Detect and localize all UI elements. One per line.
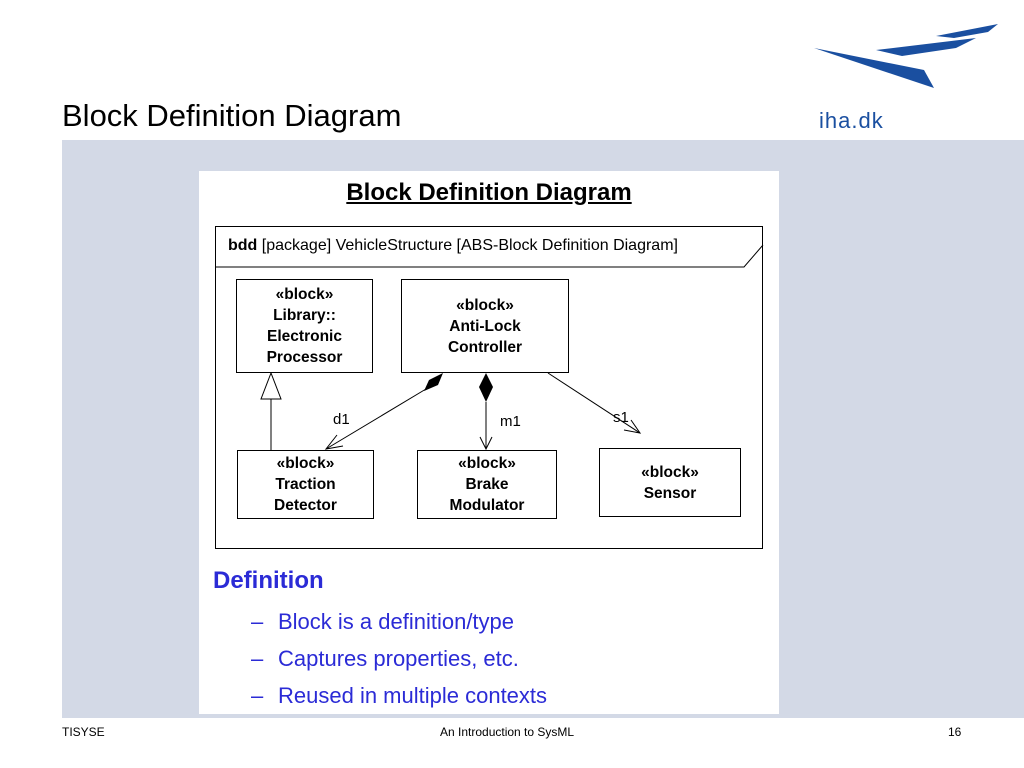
frame-label: [package] VehicleStructure [ABS-Block De… xyxy=(257,237,678,254)
definition-item-text: Captures properties, etc. xyxy=(278,646,519,671)
arrowhead-d1-icon xyxy=(324,434,344,450)
block-brake-modulator: «block» Brake Modulator xyxy=(417,450,557,519)
figure-title: Block Definition Diagram xyxy=(346,179,632,206)
block-library-electronic-processor: «block» Library:: Electronic Processor xyxy=(236,279,373,373)
list-item: –Block is a definition/type xyxy=(251,609,515,634)
block-name-line: Electronic xyxy=(267,328,342,345)
block-name-line: Brake xyxy=(465,476,509,493)
block-sensor: «block» Sensor xyxy=(599,448,741,517)
block-stereotype: «block» xyxy=(456,296,514,314)
role-label-s1: s1 xyxy=(613,409,629,426)
block-stereotype: «block» xyxy=(276,455,335,472)
role-label-d1: d1 xyxy=(333,411,350,428)
slide-title: Block Definition Diagram xyxy=(62,98,402,133)
footer-left: TISYSE xyxy=(62,725,105,739)
block-stereotype: «block» xyxy=(275,286,334,303)
block-anti-lock-controller: «block» Anti-Lock Controller xyxy=(401,279,569,373)
block-name-line: Processor xyxy=(266,349,343,366)
block-name-line: Controller xyxy=(447,338,523,356)
diagram-connectors xyxy=(216,244,764,451)
definition-item-text: Reused in multiple contexts xyxy=(278,683,548,708)
block-stereotype: «block» xyxy=(641,463,699,481)
block-name-line: Sensor xyxy=(643,484,697,502)
association-line-d1 xyxy=(325,388,427,450)
list-item: –Reused in multiple contexts xyxy=(251,683,548,708)
composition-diamond-d1-icon xyxy=(424,373,443,391)
frame-header: bdd [package] VehicleStructure [ABS-Bloc… xyxy=(216,227,764,267)
list-item: –Captures properties, etc. xyxy=(251,646,519,671)
block-name-line: Modulator xyxy=(449,497,525,514)
frame-header-tab xyxy=(216,244,764,268)
footer-center: An Introduction to SysML xyxy=(440,725,575,739)
definition-list: –Block is a definition/type –Captures pr… xyxy=(213,603,773,714)
composition-diamond-m1-icon xyxy=(479,373,493,402)
iha-logo-icon xyxy=(814,24,998,88)
arrowhead-m1-icon xyxy=(479,436,493,451)
bdd-frame: bdd [package] VehicleStructure [ABS-Bloc… xyxy=(215,226,764,549)
arrowhead-s1-icon xyxy=(623,419,642,434)
role-label-m1: m1 xyxy=(500,413,521,430)
definition-item-text: Block is a definition/type xyxy=(278,609,515,634)
block-traction-detector: «block» Traction Detector xyxy=(237,450,374,519)
generalization-arrowhead-icon xyxy=(260,371,282,400)
association-line-s1 xyxy=(547,372,641,434)
block-name-line: Traction xyxy=(275,476,336,493)
definition-section: Definition –Block is a definition/type –… xyxy=(213,567,773,714)
definition-title: Definition xyxy=(213,567,324,594)
diagram-figure: Block Definition Diagram bdd [package] V… xyxy=(199,171,779,714)
block-name-line: Detector xyxy=(274,497,337,514)
logo-text: iha.dk xyxy=(819,108,884,133)
frame-keyword: bdd xyxy=(228,237,258,254)
block-stereotype: «block» xyxy=(458,455,516,472)
block-name-line: Library:: xyxy=(273,307,336,324)
page-number: 16 xyxy=(948,725,962,739)
block-name-line: Anti-Lock xyxy=(449,317,521,335)
